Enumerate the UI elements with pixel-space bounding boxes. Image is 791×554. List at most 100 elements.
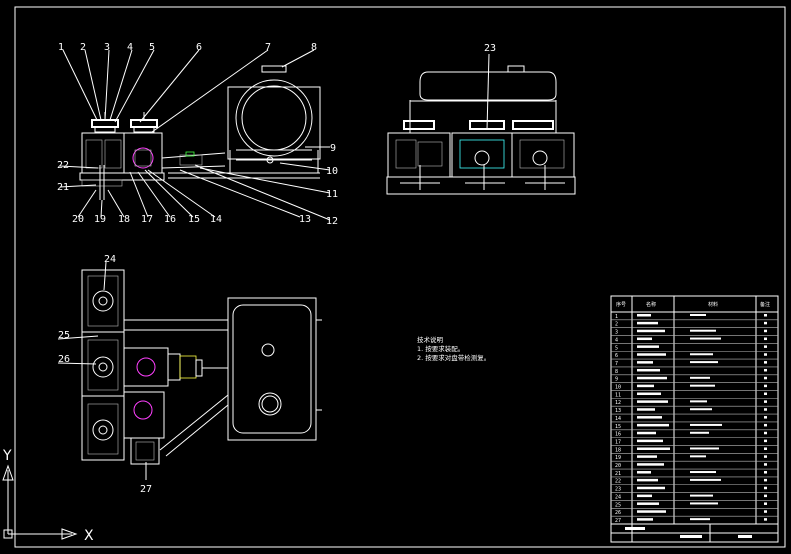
label-15: 15 (188, 214, 200, 225)
bom-row-name-mark (637, 486, 665, 490)
bom-row-number: 15 (615, 424, 621, 430)
bom-row-material-mark (690, 361, 718, 364)
side-tank (419, 71, 557, 101)
bom-row-material-mark (690, 408, 712, 411)
front-leaders (59, 49, 331, 221)
bom-row-material-mark (690, 431, 709, 434)
bom-row-qty-mark (764, 463, 767, 466)
label-21: 21 (57, 182, 69, 193)
label-12: 12 (326, 216, 338, 227)
side-base (386, 176, 576, 195)
bom-row-name-mark (637, 345, 659, 348)
bom-row-name-mark (637, 314, 651, 317)
bom-row-number: 1 (615, 314, 618, 320)
bom-row-qty-mark (764, 423, 767, 427)
bom-row-material-mark (690, 423, 722, 426)
bom-row-number: 22 (615, 479, 621, 485)
bom-row-number: 27 (615, 518, 621, 524)
side-view: 23 (386, 43, 576, 195)
bom-row-number: 3 (615, 330, 618, 336)
label-16: 16 (164, 214, 176, 225)
bom-row-qty-mark (764, 392, 767, 396)
bom-row-qty-mark (764, 447, 767, 450)
bom-row-name-mark (637, 439, 663, 443)
bom-row-name-mark (637, 423, 669, 427)
bom-row-material-mark (690, 478, 721, 481)
bom-row-name-mark (637, 431, 656, 435)
bom-row-qty-mark (764, 439, 767, 443)
label-6: 6 (196, 42, 202, 53)
front-right-housing (123, 132, 163, 174)
bom-row-material-mark (690, 314, 706, 316)
bom-row-name-mark (637, 463, 664, 466)
bom-row-number: 16 (615, 432, 621, 438)
bom-row-material-mark (690, 455, 706, 458)
front-gear-base-left (94, 126, 116, 133)
bom-row-name-mark (637, 408, 655, 411)
bom-row-name-mark (637, 329, 665, 333)
top-drum-frame (227, 297, 317, 441)
label-1: 1 (58, 42, 64, 53)
tech-notes-title: 技术说明 (417, 335, 444, 344)
bom-row-material-mark (690, 337, 721, 340)
bom-row-qty-mark (764, 518, 767, 521)
front-drum-frame (227, 86, 321, 160)
label-26: 26 (58, 354, 70, 365)
bom-row-qty-mark (764, 368, 767, 372)
bom-header-no: 序号 (616, 301, 626, 308)
label-9: 9 (330, 143, 336, 154)
label-2: 2 (80, 42, 86, 53)
front-view (79, 65, 321, 200)
front-drum-outer (235, 79, 313, 157)
label-24: 24 (104, 254, 116, 265)
bom-row-number: 6 (615, 353, 618, 359)
bom-row-qty-mark (764, 345, 767, 348)
bom-row-qty-mark (764, 502, 767, 505)
bom-row-name-mark (637, 494, 652, 498)
bom-row-name-mark (637, 400, 668, 403)
bom-row-material-mark (690, 353, 713, 356)
y-axis-label: Y (2, 448, 12, 464)
bom-row-qty-mark (764, 455, 767, 458)
bom-header-material: 材料 (708, 301, 718, 308)
ucs-axis-icon: Y X (2, 448, 94, 544)
front-gear-top-right (130, 119, 158, 128)
label-13: 13 (299, 214, 311, 225)
bom-row-qty-mark (764, 408, 767, 411)
bom-row-qty-mark (764, 353, 767, 356)
bom-row-qty-mark (764, 384, 767, 388)
label-7: 7 (265, 42, 271, 53)
bom-row-number: 10 (615, 385, 621, 391)
label-25: 25 (58, 330, 70, 341)
bom-row-name-mark (637, 518, 653, 521)
bom-row-name-mark (637, 337, 652, 341)
label-3: 3 (104, 42, 110, 53)
x-axis-label: X (84, 528, 94, 544)
label-10: 10 (326, 166, 338, 177)
top-motor-base (130, 437, 160, 465)
front-motor (132, 147, 154, 169)
bom-row-qty-mark (764, 431, 767, 435)
y-axis-arrow (2, 464, 14, 481)
side-gear-3 (512, 120, 554, 130)
label-14: 14 (210, 214, 222, 225)
bom-table: 序号 名称 材料 备注 1234567891011121314151617181… (610, 295, 779, 543)
bom-row-name-mark (637, 353, 666, 356)
label-8: 8 (311, 42, 317, 53)
bom-row-qty-mark (764, 510, 767, 513)
bom-row-material-mark (690, 400, 707, 403)
tech-notes-line-2: 2. 按要求对盘带检测复。 (417, 353, 490, 362)
bom-row-name-mark (637, 502, 659, 505)
bom-row-name-mark (637, 455, 657, 458)
top-motor-1 (123, 347, 169, 387)
side-box-right (511, 132, 575, 178)
top-view (81, 269, 322, 465)
bom-row-number: 14 (615, 416, 621, 422)
bom-row-number: 13 (615, 408, 621, 414)
bom-header-name: 名称 (646, 301, 656, 308)
bom-row-number: 24 (615, 494, 621, 500)
bom-row-qty-mark (764, 486, 767, 490)
bom-row-number: 2 (615, 322, 618, 328)
bom-row-qty-mark (764, 337, 767, 341)
